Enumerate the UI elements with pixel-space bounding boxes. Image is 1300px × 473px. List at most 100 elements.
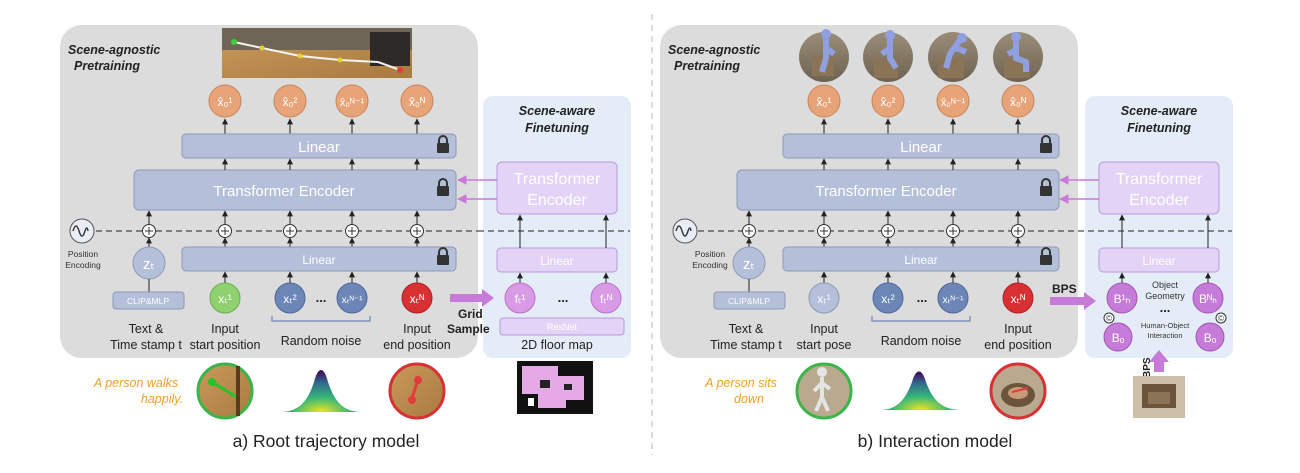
linear-bottom-block (782, 246, 1060, 272)
concat-icon: © (1215, 312, 1227, 324)
clip-mlp-label: CLIP&MLP (728, 296, 770, 306)
label-input: Input (810, 322, 838, 336)
lock-icon (1040, 178, 1052, 196)
noise-bracket (271, 316, 371, 322)
svg-text:x̂₀ᴺ: x̂₀ᴺ (409, 95, 425, 109)
label-end: Input (403, 322, 431, 336)
label-end-2: end position (383, 338, 450, 352)
output-node: x̂₀ᴺ⁻¹ (335, 84, 369, 118)
object-geometry-label-2: Geometry (1145, 291, 1185, 301)
transformer-encoder-label: Transformer Encoder (815, 183, 956, 200)
output-node: x̂₀ᴺ (400, 84, 434, 118)
label-random-noise: Random noise (881, 334, 962, 348)
bh-node: Bᴺₕ (1192, 282, 1224, 314)
label-random-noise: Random noise (281, 334, 362, 348)
lock-icon (1040, 135, 1052, 153)
lock-icon (437, 247, 449, 265)
resnet-block (499, 317, 625, 336)
clip-mlp-label: CLIP&MLP (127, 296, 169, 306)
svg-text:fₜ¹: fₜ¹ (515, 292, 526, 306)
end-position-image (388, 362, 446, 420)
noise-bracket (871, 316, 971, 322)
pretrain-title: Scene-agnostic (68, 43, 160, 57)
transformer-encoder-label: Transformer Encoder (213, 183, 354, 200)
input-dots: ... (917, 290, 928, 305)
label-input: Input (211, 322, 239, 336)
grid-sample-label: Grid (458, 307, 483, 321)
transformer-encoder-block (736, 169, 1060, 211)
ft-transformer-label: Transformer (1116, 171, 1203, 188)
linear-bottom-label: Linear (904, 253, 937, 267)
pretrain-title-2: Pretraining (674, 59, 740, 73)
caption-right-2: down (734, 392, 764, 406)
bo-node: Bₒ (1103, 322, 1133, 352)
ft-transformer-label: Transformer (514, 171, 601, 188)
input-node: xₜ² (872, 282, 904, 314)
end-position-image (989, 362, 1047, 420)
ft-linear-label: Linear (1142, 254, 1175, 268)
linear-top-label: Linear (900, 139, 942, 156)
pose-thumbnails (799, 29, 1043, 82)
sine-wave-icon (69, 218, 95, 244)
svg-text:x̂₀¹: x̂₀¹ (817, 95, 832, 109)
label-end-2: end position (984, 338, 1051, 352)
ft-dots: ... (1160, 300, 1171, 315)
trajectory-thumbnail (222, 28, 412, 78)
chair-image (1133, 376, 1185, 418)
pretrain-title-2: Pretraining (74, 59, 140, 73)
output-node: x̂₀¹ (807, 84, 841, 118)
ft-linear-block (496, 247, 618, 273)
right-figure-title: b) Interaction model (858, 431, 1013, 451)
grid-sample-label-2: Sample (447, 322, 490, 336)
ft-feature-node: fₜ¹ (504, 282, 536, 314)
root-trajectory-model: Scene-agnostic Pretraining Scene-aware F… (60, 25, 631, 451)
label-text-timestamp: Text & (129, 322, 164, 336)
bps-arrow (1050, 292, 1096, 310)
svg-text:B¹ₕ: B¹ₕ (1114, 292, 1131, 306)
finetune-title-2: Finetuning (525, 121, 589, 135)
output-node: x̂₀¹ (208, 84, 242, 118)
lock-icon (437, 135, 449, 153)
ft-feature-node: fₜᴺ (590, 282, 622, 314)
input-node: xₜ¹ (209, 282, 241, 314)
position-encoding-label-2: Encoding (65, 260, 101, 270)
ft-linear-block (1098, 247, 1220, 273)
linear-bottom-block (181, 246, 457, 272)
ft-transformer-block (496, 161, 618, 215)
ft-transformer-label-2: Encoder (1129, 192, 1189, 209)
transformer-encoder-block (133, 169, 457, 211)
grid-sample-arrow (450, 289, 494, 307)
svg-text:xₜ¹: xₜ¹ (218, 292, 232, 306)
pose-thumbnail (799, 29, 849, 82)
svg-text:xₜ²: xₜ² (283, 292, 297, 306)
interaction-model: Scene-agnostic Pretraining Scene-aware F… (660, 25, 1233, 451)
input-node: xₜᴺ (1002, 282, 1034, 314)
concat-icon: © (1103, 312, 1115, 324)
linear-bottom-label: Linear (302, 253, 335, 267)
pose-thumbnail (863, 30, 913, 82)
floor-map-label: 2D floor map (521, 338, 593, 352)
svg-text:Bᴺₕ: Bᴺₕ (1199, 292, 1217, 306)
svg-text:xₜ²: xₜ² (881, 292, 895, 306)
linear-top-label: Linear (298, 139, 340, 156)
ft-linear-label: Linear (540, 254, 573, 268)
bps-vertical-label: BPS (1142, 357, 1153, 378)
input-node: xₜᴺ⁻¹ (937, 282, 969, 314)
svg-text:xₜ¹: xₜ¹ (817, 292, 831, 306)
finetune-title: Scene-aware (1121, 104, 1197, 118)
bo-node: Bₒ (1195, 322, 1225, 352)
label-input-2: start pose (797, 338, 852, 352)
label-text-timestamp: Text & (729, 322, 764, 336)
hoi-label: Human-Object (1141, 321, 1190, 330)
bh-node: B¹ₕ (1106, 282, 1138, 314)
pose-thumbnail (993, 32, 1043, 82)
left-figure-title: a) Root trajectory model (233, 431, 420, 451)
start-pose-image (795, 362, 853, 420)
gaussian-noise-icon (880, 371, 962, 410)
svg-text:x̂₀ᴺ: x̂₀ᴺ (1010, 95, 1026, 109)
svg-text:Bₒ: Bₒ (1204, 331, 1217, 345)
ft-transformer-block (1098, 161, 1220, 215)
output-node: x̂₀² (273, 84, 307, 118)
svg-text:Bₒ: Bₒ (1112, 331, 1125, 345)
ft-dots: ... (558, 290, 569, 305)
